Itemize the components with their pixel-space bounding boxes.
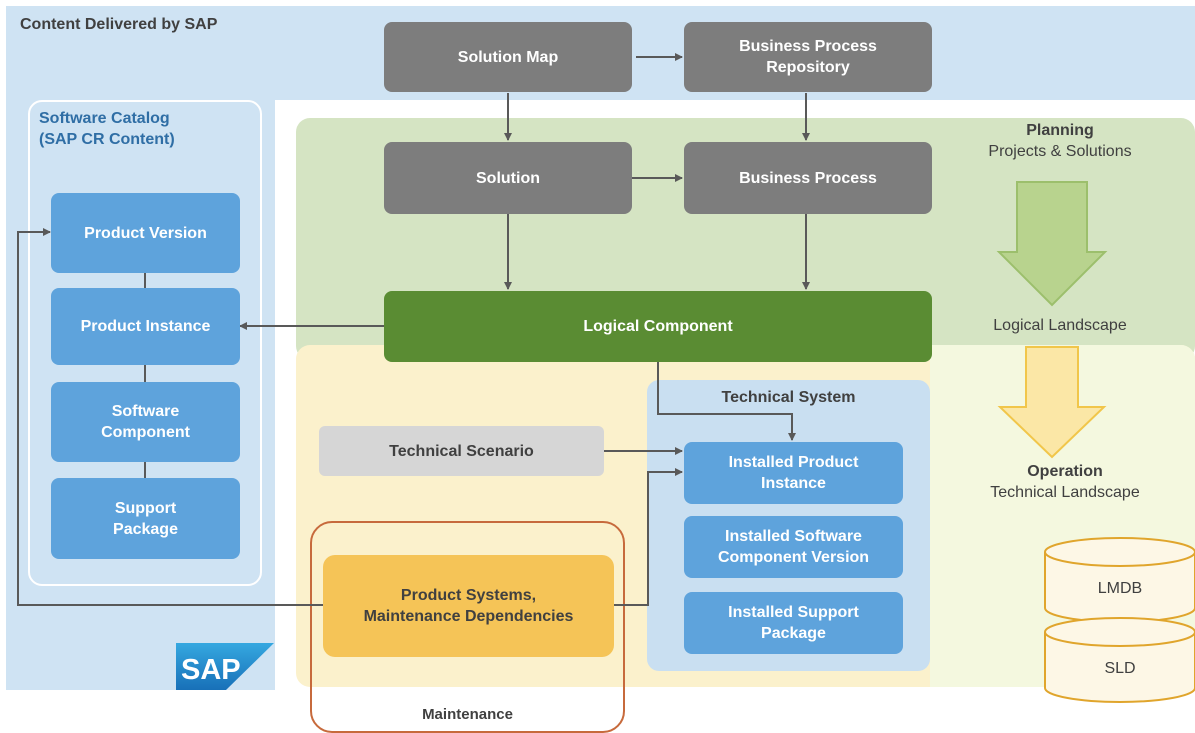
- software-catalog-title-line1: Software Catalog: [39, 110, 170, 127]
- logical-component-box: Logical Component: [384, 291, 932, 362]
- maintenance-label: Maintenance: [422, 706, 513, 723]
- planning-title: Planning: [1026, 122, 1094, 139]
- software-catalog-title-line2: (SAP CR Content): [39, 131, 175, 148]
- lmdb-cylinder-top: [1044, 537, 1195, 567]
- business-process-repository-box: Business Process Repository: [684, 22, 932, 92]
- support-package-box: Support Package: [51, 478, 240, 559]
- arrow-logical-component-to-installed-product-instance: [657, 362, 796, 441]
- software-catalog-frame: [28, 100, 262, 586]
- software-component-box: Software Component: [51, 382, 240, 462]
- sap-logo: SAP: [176, 643, 274, 690]
- product-version-box: Product Version: [51, 193, 240, 273]
- content-delivered-label: Content Delivered by SAP: [20, 16, 218, 33]
- software-catalog-title: Software Catalog (SAP CR Content): [39, 108, 175, 150]
- operation-down-arrow: [997, 346, 1107, 459]
- solution-box: Solution: [384, 142, 632, 214]
- operation-title: Operation: [1027, 463, 1103, 480]
- maintenance-frame: [310, 521, 625, 733]
- sld-cylinder-top: [1044, 617, 1195, 647]
- lmdb-label: LMDB: [1097, 580, 1143, 597]
- planning-subtitle: Projects & Solutions: [988, 143, 1132, 160]
- technical-system-title: Technical System: [721, 389, 856, 406]
- product-instance-box: Product Instance: [51, 288, 240, 365]
- product-systems-box: Product Systems, Maintenance Dependencie…: [323, 555, 614, 657]
- installed-support-package-box: Installed Support Package: [684, 592, 903, 654]
- solution-map-box: Solution Map: [384, 22, 632, 92]
- sld-label: SLD: [1104, 660, 1136, 677]
- arrow-product-systems-to-installed-product-instance: [614, 468, 683, 606]
- sap-logo-text: SAP: [181, 654, 241, 686]
- installed-product-instance-box: Installed Product Instance: [684, 442, 903, 504]
- logical-landscape-label: Logical Landscape: [993, 317, 1127, 334]
- operation-subtitle: Technical Landscape: [990, 484, 1140, 501]
- installed-software-component-version-box: Installed Software Component Version: [684, 516, 903, 578]
- sld-cylinder-body: [1044, 632, 1195, 703]
- planning-down-arrow: [996, 181, 1108, 307]
- arrow-product-systems-to-product-version: [17, 228, 323, 606]
- technical-scenario-box: Technical Scenario: [319, 426, 604, 476]
- business-process-box: Business Process: [684, 142, 932, 214]
